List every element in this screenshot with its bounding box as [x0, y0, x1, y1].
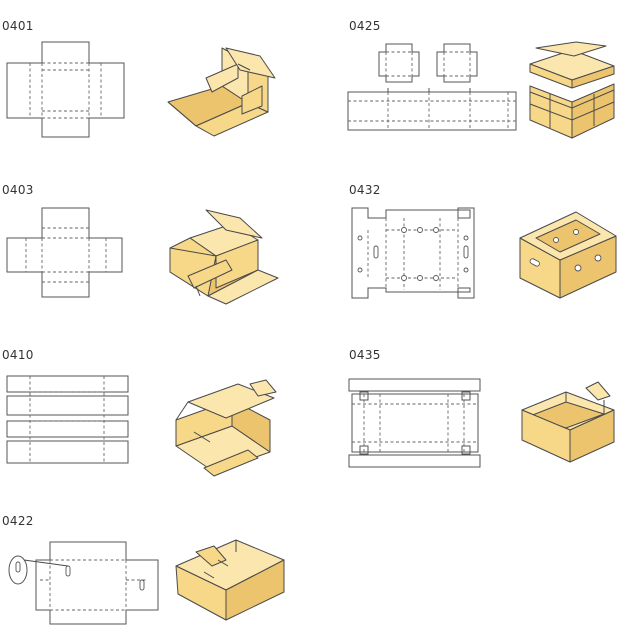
box-code-0432: 0432 — [349, 183, 381, 197]
box-illustration-0425 — [529, 41, 615, 139]
dieline-0425 — [347, 43, 517, 131]
dieline-0401 — [6, 41, 125, 138]
box-code-0425: 0425 — [349, 19, 381, 33]
box-illustration-0403 — [169, 209, 279, 305]
dieline-0435 — [348, 378, 481, 468]
box-illustration-0435 — [521, 381, 615, 463]
box-illustration-0432 — [519, 211, 617, 299]
box-illustration-0422 — [175, 539, 285, 621]
box-code-0410: 0410 — [2, 348, 34, 362]
dieline-0422 — [8, 541, 159, 625]
box-illustration-0410 — [175, 379, 277, 477]
box-code-0403: 0403 — [2, 183, 34, 197]
box-code-0435: 0435 — [349, 348, 381, 362]
dieline-0403 — [6, 207, 123, 298]
box-code-0422: 0422 — [2, 514, 34, 528]
box-code-0401: 0401 — [2, 19, 34, 33]
box-illustration-0401 — [167, 47, 276, 137]
dieline-0432 — [351, 207, 475, 299]
dieline-0410 — [6, 375, 129, 464]
